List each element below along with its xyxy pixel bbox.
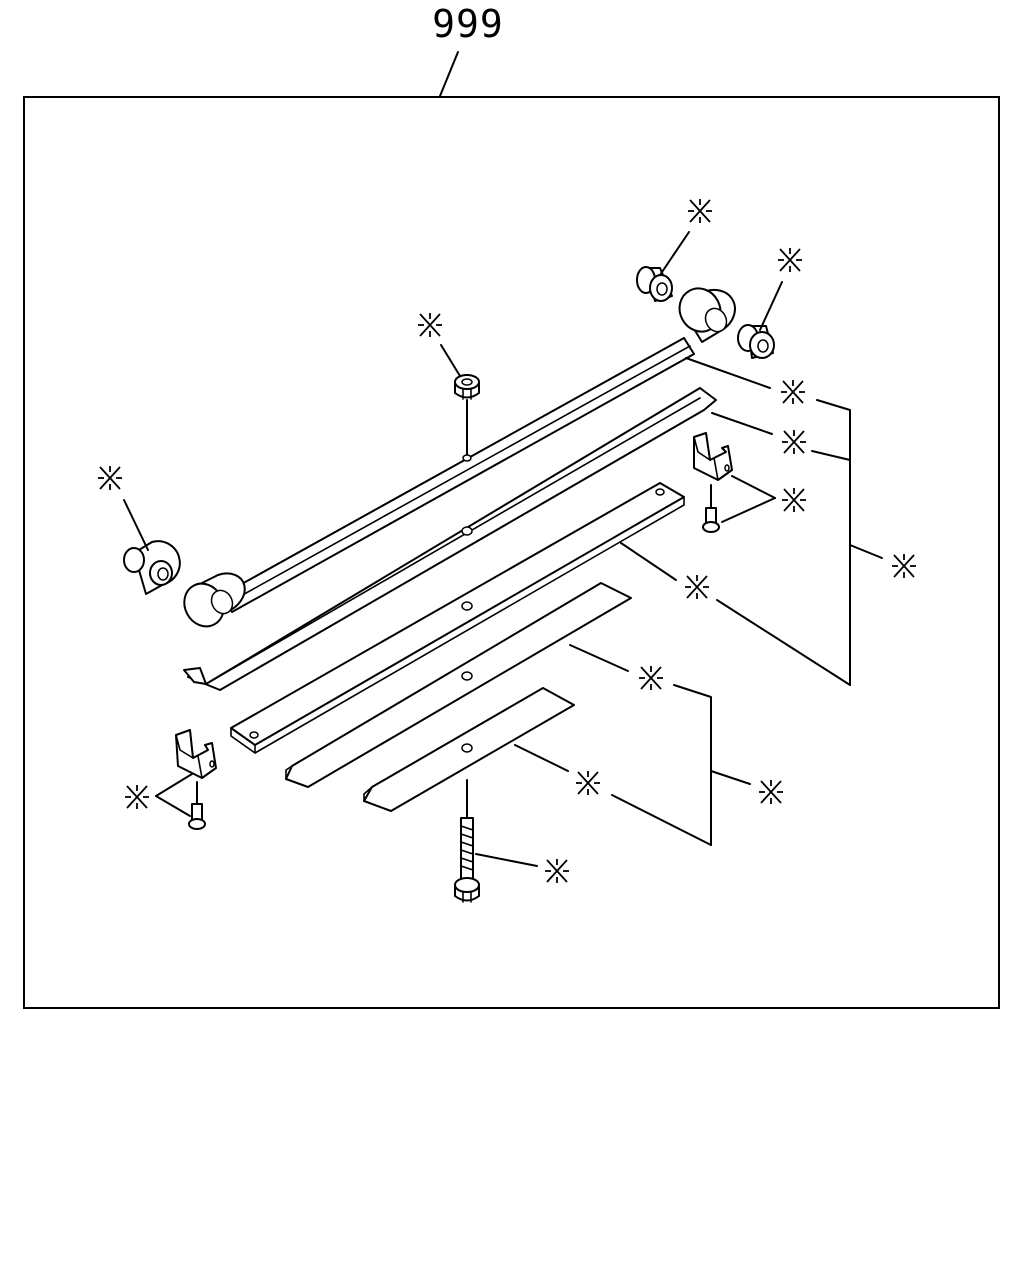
callout-center-bolt	[544, 858, 570, 884]
rebound-clip-left	[175, 729, 217, 830]
main-leaf	[183, 287, 736, 628]
third-leaf	[230, 482, 685, 754]
callout-fourth-leaf	[638, 665, 664, 691]
callout-second-leaf	[781, 429, 807, 455]
rebound-clip-right	[693, 432, 733, 533]
callout-rebound-clip-right	[781, 487, 807, 513]
callout-bushing-left	[97, 465, 123, 491]
assembly-leader-line	[439, 51, 459, 97]
callout-rebound-clip-left	[124, 784, 150, 810]
diagram-frame	[23, 96, 1000, 1009]
fifth-leaf-center-hole	[461, 743, 473, 753]
callout-third-leaf	[684, 574, 710, 600]
leader-lines	[123, 231, 883, 867]
main-leaf-right-eye	[678, 287, 736, 343]
callout-fifth-leaf	[575, 770, 601, 796]
fifth-leaf	[363, 687, 575, 812]
callout-bushing-right-lower	[777, 247, 803, 273]
bushing-left-eye	[123, 540, 181, 595]
fourth-leaf	[285, 582, 632, 788]
center-bolt	[454, 779, 480, 903]
third-leaf-center-hole	[461, 601, 473, 611]
assembly-number: 999	[432, 2, 504, 46]
main-leaf-left-eye	[183, 572, 246, 628]
callout-leaf-group-1-2-3	[891, 553, 917, 579]
callout-leaf-group-4-5	[758, 779, 784, 805]
bushing-right-eye-lower	[737, 324, 775, 359]
callouts	[97, 198, 917, 884]
callout-bushing-right-upper	[687, 198, 713, 224]
bushing-right-eye-upper	[636, 266, 673, 302]
callout-center-nut	[417, 312, 443, 338]
second-leaf-center-hole	[461, 526, 473, 536]
center-bolt-nut	[454, 374, 480, 462]
second-leaf	[183, 387, 717, 691]
callout-main-leaf	[780, 379, 806, 405]
fourth-leaf-center-hole	[461, 671, 473, 681]
